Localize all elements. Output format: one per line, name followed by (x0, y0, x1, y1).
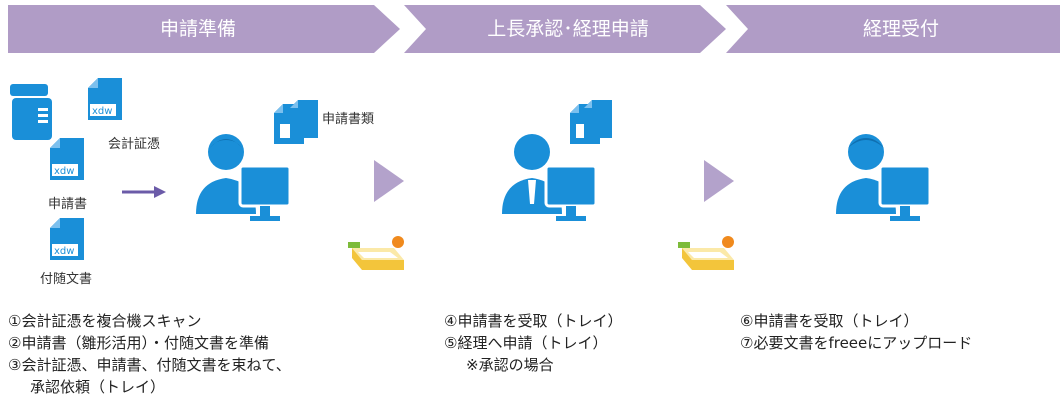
stage-banner-shape (726, 5, 1060, 53)
document-icon: xdw (88, 78, 122, 120)
step-item: ①会計証憑を複合機スキャン (8, 312, 202, 330)
stage-banner-approval: 上長承認･経理申請 (404, 5, 726, 53)
tray-icon (348, 236, 404, 270)
steps-prep: ①会計証憑を複合機スキャン ②申請書（雛形活用）・付随文書を準備 ③会計証憑、申… (8, 310, 291, 398)
steps-approval: ④申請書を受取（トレイ） ⑤経理へ申請（トレイ） ※承認の場合 (444, 310, 622, 376)
steps-accounting: ⑥申請書を受取（トレイ） ⑦必要文書をfreeeにアップロード (740, 310, 972, 354)
arrow-right-icon (122, 186, 166, 198)
stage-label: 上長承認･経理申請 (487, 18, 649, 40)
tray-icon (678, 236, 734, 270)
stage-label: 経理受付 (862, 18, 939, 40)
stage-banner-shape (8, 5, 400, 53)
step-item: ⑥申請書を受取（トレイ） (740, 312, 919, 330)
step-item: 承認依頼（トレイ） (30, 378, 166, 396)
document-icon-text: xdw (54, 246, 74, 257)
person-at-computer-icon (836, 134, 932, 221)
step-item: ⑦必要文書をfreeeにアップロード (740, 334, 973, 352)
document-icon: xdw (50, 138, 84, 180)
step-item: ※承認の場合 (466, 356, 554, 374)
step-item: ④申請書を受取（トレイ） (444, 312, 623, 330)
arrow-right-icon (704, 160, 734, 202)
voucher-label: 会計証憑 (108, 137, 161, 152)
arrow-right-icon (374, 160, 404, 202)
attachment-label: 付随文書 (40, 272, 93, 287)
step-item: ⑤経理へ申請（トレイ） (444, 334, 608, 352)
document-icon-text: xdw (92, 106, 112, 117)
document-icon (584, 100, 612, 138)
document-icon (290, 100, 318, 138)
document-icon-text: xdw (54, 166, 74, 177)
document-icon: xdw (50, 218, 84, 260)
stage-banner-shape (404, 5, 726, 53)
step-item: ②申請書（雛形活用）・付随文書を準備 (8, 334, 269, 352)
person-at-computer-icon (502, 134, 598, 221)
printer-icon (10, 84, 52, 140)
application-label: 申請書 (48, 197, 88, 212)
documents-label: 申請書類 (322, 112, 375, 127)
stage-banner-prep: 申請準備 (8, 5, 400, 53)
step-item: ③会計証憑、申請書、付随文書を束ねて、 (8, 356, 291, 374)
stage-banner-accounting: 経理受付 (726, 5, 1060, 53)
stage-label: 申請準備 (159, 18, 236, 40)
person-at-computer-icon (196, 134, 292, 221)
